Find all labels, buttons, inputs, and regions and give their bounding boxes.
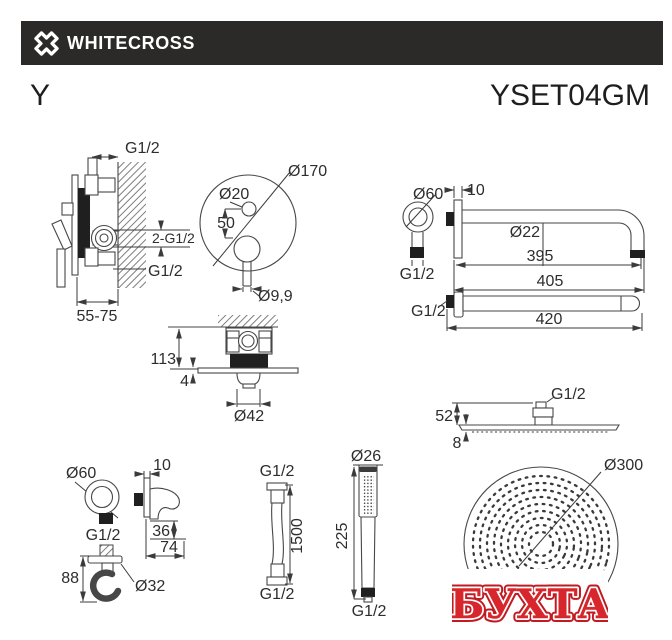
handshower-nozzles xyxy=(362,476,374,514)
dim-ports: 2-G1/2 xyxy=(152,230,195,246)
dim-center-offset: 50 xyxy=(217,215,235,232)
hose-body xyxy=(271,502,274,565)
handset-holder-hook xyxy=(89,569,122,602)
drawing-hand-shower: Ø26 225 G1/2 xyxy=(334,448,386,620)
dim-mount-depth: 55-75 xyxy=(77,308,118,325)
dim-thread-bottom: G1/2 xyxy=(148,263,183,280)
drawing-hose: G1/2 G1/2 1500 xyxy=(260,463,306,603)
dim-arm-length-outer: 405 xyxy=(537,273,564,290)
drawing-arm-front-view: Ø60 G1/2 xyxy=(400,186,444,283)
watermark-text: БУХТА xyxy=(452,581,608,628)
dim-thread-top: G1/2 xyxy=(125,140,160,157)
trim-plate-section xyxy=(197,367,299,374)
brand-name: WHITECROSS xyxy=(67,32,196,53)
dim-headshower-thread: G1/2 xyxy=(551,386,586,403)
drawing-headshower-side-view: G1/2 52 8 xyxy=(435,386,620,452)
holder-profile xyxy=(149,487,180,520)
dim-holder-offset: 10 xyxy=(153,457,171,474)
ceiling-hatch xyxy=(218,315,278,327)
model-code: YSET04GM xyxy=(489,79,650,112)
arm-tube-top xyxy=(462,295,640,312)
mixer-lever xyxy=(51,219,73,251)
arm-flange-top xyxy=(453,291,464,318)
brand-banner: WHITECROSS xyxy=(21,21,663,65)
holder-wall-plate xyxy=(143,477,151,518)
dim-headshower-height: 52 xyxy=(435,408,453,425)
dim-arm-length-total: 420 xyxy=(536,311,563,328)
dim-plate-dia: Ø170 xyxy=(288,163,327,180)
watermark-text-inline: БУХТА xyxy=(452,581,608,628)
dim-outlet-height: 88 xyxy=(61,570,79,587)
dim-arm-wall-offset: 10 xyxy=(467,182,485,199)
watermark: БУХТА БУХТА БУХТА xyxy=(446,569,614,635)
drawing-holder-side-view: 10 36 74 xyxy=(134,457,186,559)
dim-arm-flange-dia: Ø60 xyxy=(413,186,443,203)
drawing-arm-top-view: G1/2 420 xyxy=(411,291,643,331)
dim-lever-dia: Ø9,9 xyxy=(258,288,293,305)
dim-handshower-dia: Ø26 xyxy=(351,448,381,465)
mixer-body-section xyxy=(78,188,90,258)
arm-thread xyxy=(410,247,424,258)
dim-handshower-thread: G1/2 xyxy=(352,603,387,620)
dim-trim-height: 113 xyxy=(150,351,176,368)
outlet-escutcheon xyxy=(87,555,123,564)
outlet-flange xyxy=(84,479,120,515)
arm-flange xyxy=(402,201,434,233)
dim-hose-thread-top: G1/2 xyxy=(260,463,295,480)
dim-outlet-flange-dia: Ø60 xyxy=(66,465,96,482)
lever-base xyxy=(233,235,261,263)
dim-hose-thread-bottom: G1/2 xyxy=(260,586,295,603)
arm-wall-flange xyxy=(453,199,463,259)
handshower-handle xyxy=(360,516,376,589)
outlet-thread xyxy=(99,513,113,524)
drawing-mixer-front-view: Ø170 Ø20 50 Ø9,9 xyxy=(199,163,327,305)
dim-button-dia: Ø20 xyxy=(219,186,249,203)
watermark-logo: БУХТА БУХТА БУХТА xyxy=(446,577,614,632)
drawing-outlet-front-view: Ø60 G1/2 88 Ø32 xyxy=(61,465,165,603)
headshower-plate xyxy=(458,424,620,431)
dim-hose-length: 1500 xyxy=(289,518,306,554)
mixer-mount-plate xyxy=(71,174,79,276)
dim-outlet-thread: G1/2 xyxy=(86,527,121,544)
dim-arm-top-thread: G1/2 xyxy=(411,303,446,320)
wall-hatch xyxy=(118,162,146,288)
dim-headshower-dia: Ø300 xyxy=(604,457,643,474)
drawing-mixer-side-view: G1/2 2-G1/2 G1/2 55-75 xyxy=(51,140,195,325)
dim-arm-length-inner: 395 xyxy=(527,248,554,265)
dim-handshower-length: 225 xyxy=(334,523,351,550)
dim-holder-height: 36 xyxy=(152,523,170,540)
dim-arm-tube-dia: Ø22 xyxy=(510,224,540,241)
dim-holder-depth: 74 xyxy=(160,539,178,556)
diverter-button xyxy=(241,201,257,217)
arm-tube-outer xyxy=(462,209,645,250)
watermark-text-outline: БУХТА xyxy=(452,581,608,628)
series-code: Y xyxy=(30,79,51,112)
dim-arm-front-thread: G1/2 xyxy=(400,266,435,283)
arm-tube-inner xyxy=(462,222,632,250)
drawing-arm-side-view: 10 Ø22 395 405 xyxy=(444,182,645,293)
dim-headshower-edge: 8 xyxy=(453,435,462,452)
valve-thread xyxy=(230,354,268,368)
drawing-valve-trim-view: 113 4 Ø42 xyxy=(150,315,299,425)
dim-escutcheon-dia: Ø32 xyxy=(135,578,165,595)
dim-trim-gap: 4 xyxy=(180,373,189,390)
whitecross-x-icon xyxy=(34,30,59,56)
dim-trim-dia: Ø42 xyxy=(234,408,264,425)
